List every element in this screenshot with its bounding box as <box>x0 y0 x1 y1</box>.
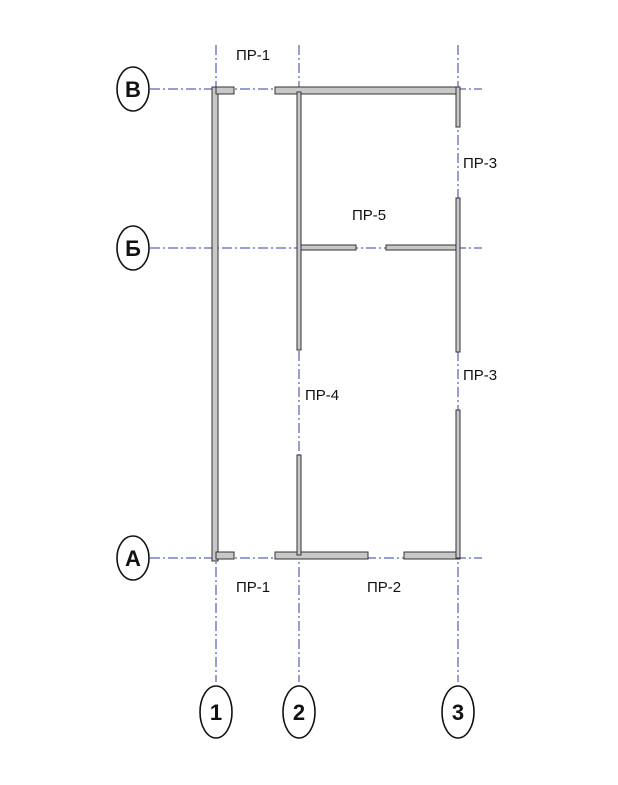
label-pr3-lower: ПР-3 <box>463 367 497 384</box>
axis-label-col-2: 2 <box>293 700 305 725</box>
label-pr4: ПР-4 <box>305 387 339 404</box>
label-pr5: ПР-5 <box>352 207 386 224</box>
axis-bubble-row-v: В <box>116 66 150 112</box>
label-pr2: ПР-2 <box>367 579 401 596</box>
wall-axis-3-top <box>455 86 461 128</box>
axis-label-row-b: Б <box>125 236 141 261</box>
wall-axis-2-upper <box>296 91 302 351</box>
axis-bubble-col-3: 3 <box>441 685 475 739</box>
label-pr3-upper: ПР-3 <box>463 155 497 172</box>
axis-bubble-col-2: 2 <box>282 685 316 739</box>
wall-axis-2-lower <box>296 454 302 556</box>
wall-axis-3-middle <box>455 197 461 353</box>
label-pr1-bottom: ПР-1 <box>236 579 270 596</box>
wall-bottom-right <box>403 551 461 560</box>
axis-bubble-row-a: А <box>116 535 150 581</box>
axis-label-col-1: 1 <box>210 700 222 725</box>
wall-axis-3-bottom <box>455 409 461 559</box>
wall-axis-1 <box>211 86 219 562</box>
wall-top-left-stub <box>215 86 235 95</box>
wall-bottom-left-stub <box>215 551 235 560</box>
label-pr1-top: ПР-1 <box>236 47 270 64</box>
wall-row-b-right <box>385 244 459 251</box>
axis-bubble-col-1: 1 <box>199 685 233 739</box>
wall-top-main <box>274 86 461 95</box>
wall-bottom-middle <box>274 551 369 560</box>
axis-label-col-3: 3 <box>452 700 464 725</box>
wall-row-b-left <box>300 244 357 251</box>
axis-label-row-a: А <box>125 546 141 571</box>
axis-label-row-v: В <box>125 77 141 102</box>
axis-bubble-row-b: Б <box>116 225 150 271</box>
